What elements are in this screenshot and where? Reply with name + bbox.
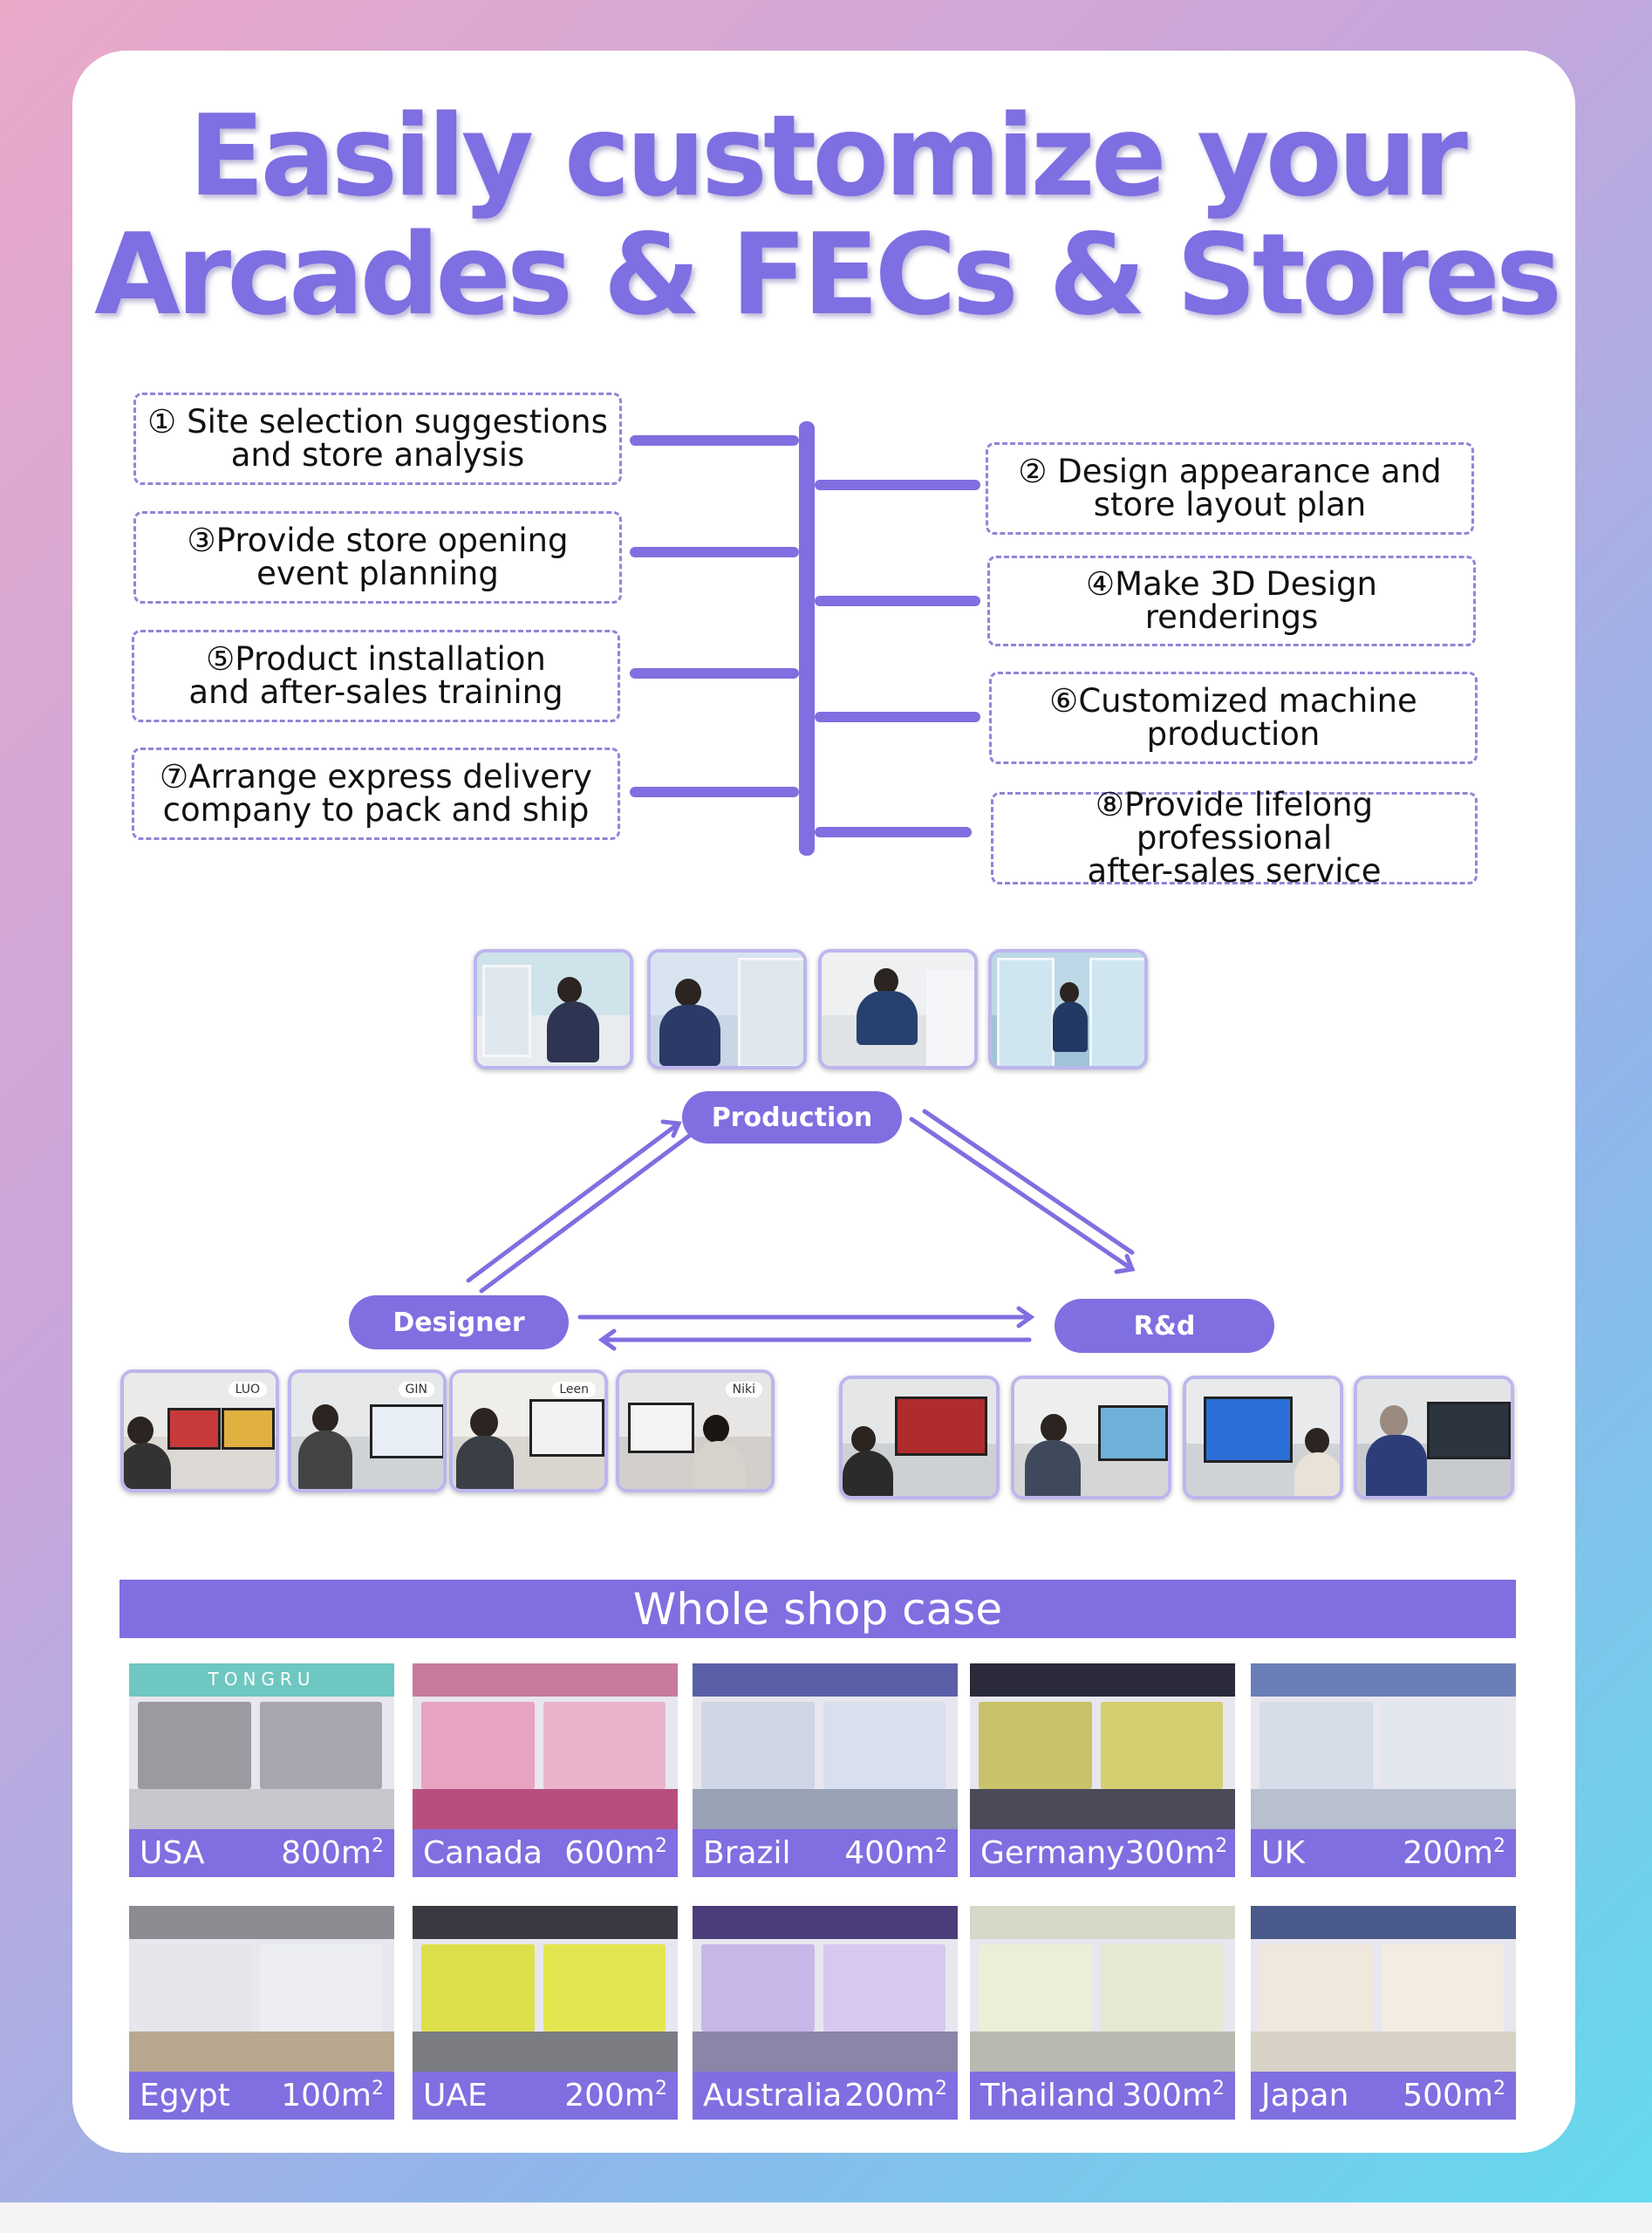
case-area: 200m2	[1403, 1835, 1505, 1871]
rd-photo	[1011, 1376, 1171, 1499]
step-5-installation-training: ⑤Product installation and after-sales tr…	[132, 630, 620, 722]
store-photo	[1251, 1906, 1516, 2072]
connector-step-6	[815, 712, 980, 722]
case-country: Brazil	[703, 1835, 791, 1871]
step-8-lifelong-service: ⑧Provide lifelong professional after-sal…	[991, 789, 1478, 888]
case-area: 600m2	[564, 1835, 667, 1871]
step-2-design-appearance: ② Design appearance and store layout pla…	[986, 442, 1474, 535]
production-photo	[647, 949, 807, 1069]
connector-step-2	[815, 480, 980, 490]
case-area: 300m2	[1122, 2078, 1225, 2113]
case-country: UAE	[423, 2078, 488, 2113]
case-country: Japan	[1261, 2078, 1349, 2113]
case-card-usa: TONGRU USA 800m2	[129, 1663, 394, 1877]
designer-pill: Designer	[349, 1295, 569, 1349]
case-card-brazil: Brazil 400m2	[693, 1663, 958, 1877]
rd-photo	[1183, 1376, 1343, 1499]
case-area: 100m2	[281, 2078, 384, 2113]
rd-pill: R&d	[1055, 1299, 1274, 1353]
case-country: UK	[1261, 1835, 1305, 1871]
designer-photo: Leen	[449, 1369, 608, 1492]
case-card-uae: UAE 200m2	[413, 1906, 678, 2120]
store-photo	[1251, 1663, 1516, 1829]
production-photo	[818, 949, 978, 1069]
connector-spine	[799, 421, 815, 856]
case-country: Egypt	[140, 2078, 230, 2113]
connector-step-3	[630, 547, 799, 557]
step-3-opening-event: ③Provide store opening event planning	[133, 511, 622, 604]
connector-step-8	[815, 827, 972, 837]
designer-name-tag: LUO	[228, 1382, 267, 1397]
rd-photo	[839, 1376, 1000, 1499]
store-photo	[970, 1906, 1235, 2072]
arrow-production-to-rd	[909, 1116, 1135, 1272]
case-country: USA	[140, 1835, 205, 1871]
case-area: 200m2	[564, 2078, 667, 2113]
connector-step-4	[815, 596, 980, 606]
production-photo	[988, 949, 1148, 1069]
case-area: 200m2	[844, 2078, 947, 2113]
designer-photo: GIN	[288, 1369, 447, 1492]
step-6-machine-production: ⑥Customized machine production	[989, 672, 1478, 764]
store-photo	[693, 1663, 958, 1829]
case-country: Germany	[980, 1835, 1125, 1871]
arrow-designer-to-production	[466, 1121, 681, 1283]
store-photo	[413, 1663, 678, 1829]
designer-name-tag: Leen	[552, 1382, 596, 1397]
designer-name-tag: GIN	[398, 1382, 434, 1397]
case-card-egypt: Egypt 100m2	[129, 1906, 394, 2120]
case-card-japan: Japan 500m2	[1251, 1906, 1516, 2120]
designer-photo: LUO	[120, 1369, 279, 1492]
case-card-uk: UK 200m2	[1251, 1663, 1516, 1877]
title-line-1: Easily customize your	[188, 92, 1468, 222]
store-photo	[129, 1906, 394, 2072]
case-card-canada: Canada 600m2	[413, 1663, 678, 1877]
production-pill: Production	[682, 1091, 902, 1144]
store-photo	[693, 1906, 958, 2072]
case-country: Thailand	[980, 2078, 1116, 2113]
step-4-3d-renderings: ④Make 3D Design renderings	[987, 556, 1476, 646]
case-country: Australia	[703, 2078, 843, 2113]
rd-photo	[1354, 1376, 1514, 1499]
case-area: 300m2	[1124, 1835, 1228, 1871]
case-area: 800m2	[281, 1835, 384, 1871]
whole-shop-case-heading: Whole shop case	[119, 1580, 1516, 1638]
designer-name-tag: Niki	[725, 1382, 762, 1397]
title-line-2: Arcades & FECs & Stores	[94, 210, 1562, 340]
store-photo: TONGRU	[129, 1663, 394, 1829]
step-7-express-delivery: ⑦Arrange express delivery company to pac…	[132, 748, 620, 840]
case-country: Canada	[423, 1835, 543, 1871]
connector-step-1	[630, 435, 799, 446]
store-sign: TONGRU	[208, 1669, 316, 1690]
production-photo	[474, 949, 633, 1069]
designer-photo: Niki	[616, 1369, 775, 1492]
connector-step-5	[630, 668, 799, 679]
case-area: 500m2	[1403, 2078, 1505, 2113]
step-1-site-selection: ① Site selection suggestions and store a…	[133, 393, 622, 485]
bottom-strip	[0, 2202, 1652, 2233]
store-photo	[970, 1663, 1235, 1829]
connector-step-7	[630, 787, 799, 797]
case-area: 400m2	[844, 1835, 947, 1871]
store-photo	[413, 1906, 678, 2072]
